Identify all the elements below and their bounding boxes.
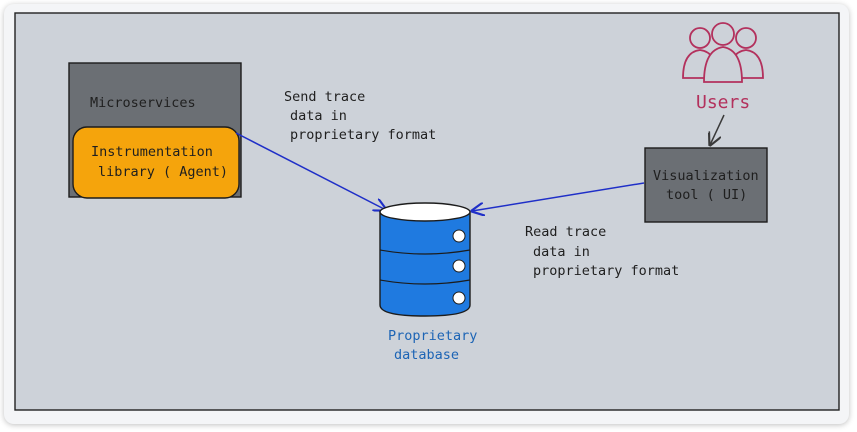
send-label-line3: proprietary format <box>290 127 436 143</box>
send-label-line2: data in <box>290 108 347 124</box>
instrumentation-agent-box: Instrumentation library ( Agent) <box>72 126 240 199</box>
read-label-line2: data in <box>533 244 590 260</box>
database-icon <box>379 202 471 317</box>
users-arrow <box>710 114 725 145</box>
agent-label-line2: library ( Agent) <box>98 164 228 180</box>
read-trace-label: Read trace data in proprietary format <box>525 224 679 279</box>
visualization-label-line1: Visualization <box>653 168 759 184</box>
microservices-title: Microservices <box>90 95 196 111</box>
read-label-line3: proprietary format <box>533 263 679 279</box>
read-label-line1: Read trace <box>525 224 606 240</box>
send-arrow <box>235 132 386 210</box>
send-trace-label: Send trace data in proprietary format <box>284 89 436 143</box>
visualization-tool-box: Visualization tool ( UI) <box>644 147 768 223</box>
database-label-line2: database <box>394 347 459 363</box>
read-arrow <box>472 182 645 211</box>
users-icon <box>682 22 764 83</box>
database-label: Proprietary database <box>388 328 477 363</box>
agent-label-line1: Instrumentation <box>91 144 213 160</box>
users-label: Users <box>696 92 750 113</box>
database-label-line1: Proprietary <box>388 328 477 344</box>
visualization-label-line2: tool ( UI) <box>666 187 747 203</box>
send-label-line1: Send trace <box>284 89 365 105</box>
